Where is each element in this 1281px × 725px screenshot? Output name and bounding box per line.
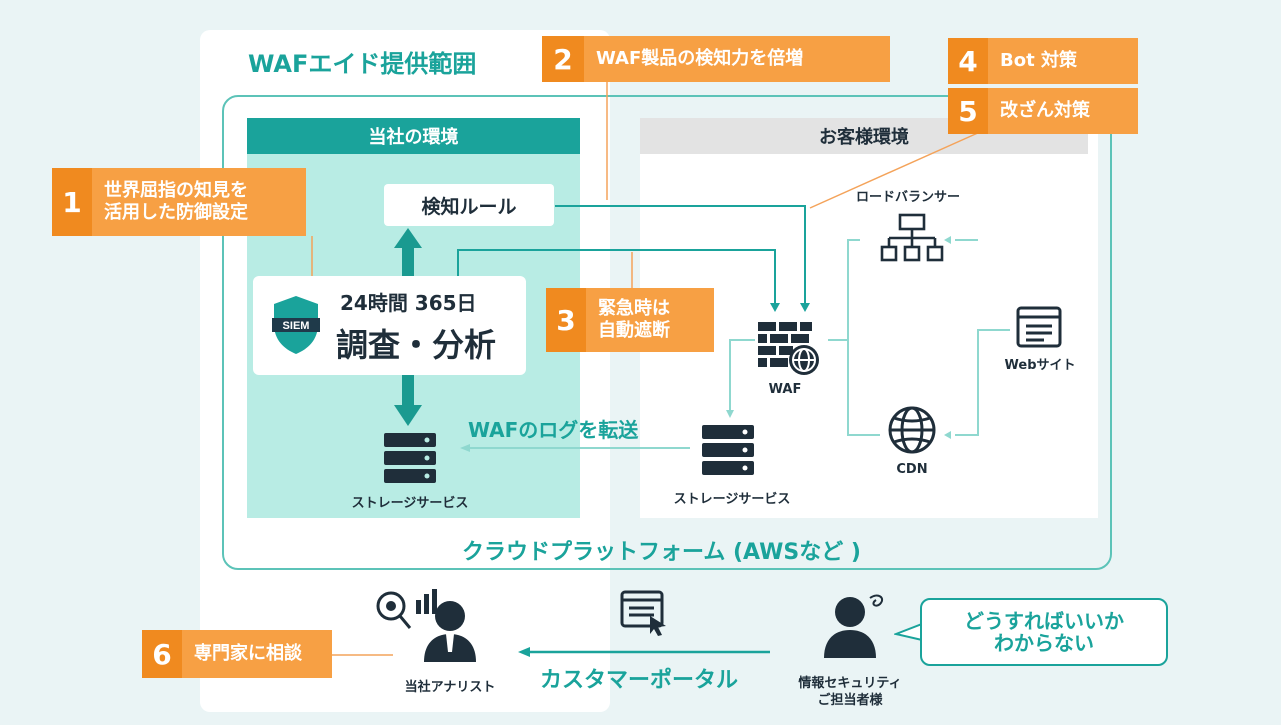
portal-window-icon [620, 590, 666, 636]
customer-storage-icon [702, 425, 754, 475]
our-env-title: 当社の環境 [368, 127, 459, 148]
analysis-label: 調査・分析 [336, 326, 497, 364]
badge-5: 5 改ざん対策 [948, 88, 1138, 134]
person-label-line1: 情報セキュリティ [798, 676, 902, 691]
badge-3-line1: 緊急時は [598, 297, 670, 319]
cloud-platform-frame [222, 95, 1112, 570]
customer-env-title: お客様環境 [819, 127, 909, 148]
cdn-globe-icon [888, 406, 936, 454]
our-storage-icon [384, 433, 436, 483]
badge-6-number: 6 [142, 630, 182, 678]
customer-portal-label: カスタマーポータル [540, 668, 739, 693]
hours-label: 24時間 365日 [340, 291, 477, 315]
badge-4-number: 4 [948, 38, 988, 84]
badge-6-line1: 専門家に相談 [194, 642, 302, 664]
badge-4: 4 Bot 対策 [948, 38, 1138, 84]
scope-title: WAFエイド提供範囲 [248, 50, 477, 78]
customer-storage-label: ストレージサービス [673, 492, 791, 507]
our-storage-label: ストレージサービス [351, 496, 469, 511]
cdn-label: CDN [896, 462, 928, 477]
security-person-icon [824, 594, 884, 658]
badge-4-line1: Bot 対策 [1000, 49, 1077, 71]
badge-1-line1: 世界屈指の知見を [104, 179, 248, 201]
our-env-header: 当社の環境 [247, 118, 580, 154]
badge-5-line1: 改ざん対策 [1000, 99, 1090, 121]
badge-2-line1: WAF製品の検知力を倍増 [596, 47, 804, 69]
speech-bubble: どうすればいいか わからない [920, 598, 1168, 666]
siem-shield-icon: SIEM [272, 296, 320, 354]
badge-1-line2: 活用した防御設定 [104, 202, 248, 223]
badge-1-number: 1 [52, 168, 92, 236]
badge-3-number: 3 [546, 288, 586, 352]
waf-label: WAF [768, 382, 802, 397]
bubble-line2: わからない [994, 631, 1094, 655]
load-balancer-label: ロードバランサー [855, 190, 960, 205]
badge-2: 2 WAF製品の検知力を倍増 [542, 36, 890, 82]
analytics-magnifier-icon [376, 589, 437, 629]
analyst-person-icon [424, 601, 476, 662]
badge-5-number: 5 [948, 88, 988, 134]
load-balancer-icon [880, 213, 944, 262]
badge-6: 6 専門家に相談 [142, 630, 332, 678]
siem-badge-text: SIEM [283, 320, 310, 332]
cloud-platform-label: クラウドプラットフォーム (AWSなど ) [462, 540, 861, 565]
website-icon [1016, 306, 1062, 348]
badge-3: 3 緊急時は 自動遮断 [546, 288, 714, 352]
badge-1: 1 世界屈指の知見を 活用した防御設定 [52, 168, 306, 236]
website-label: Webサイト [1004, 358, 1076, 373]
detect-rule-label: 検知ルール [421, 195, 517, 218]
analyst-label: 当社アナリスト [404, 680, 496, 695]
waf-firewall-icon [758, 322, 819, 375]
badge-2-number: 2 [542, 36, 584, 82]
badge-3-line2: 自動遮断 [598, 320, 670, 341]
bubble-line1: どうすればいいか [964, 609, 1124, 633]
log-transfer-label: WAFのログを転送 [468, 418, 639, 442]
person-label-line2: ご担当者様 [817, 693, 883, 708]
detect-rule-box: 検知ルール [384, 184, 554, 226]
